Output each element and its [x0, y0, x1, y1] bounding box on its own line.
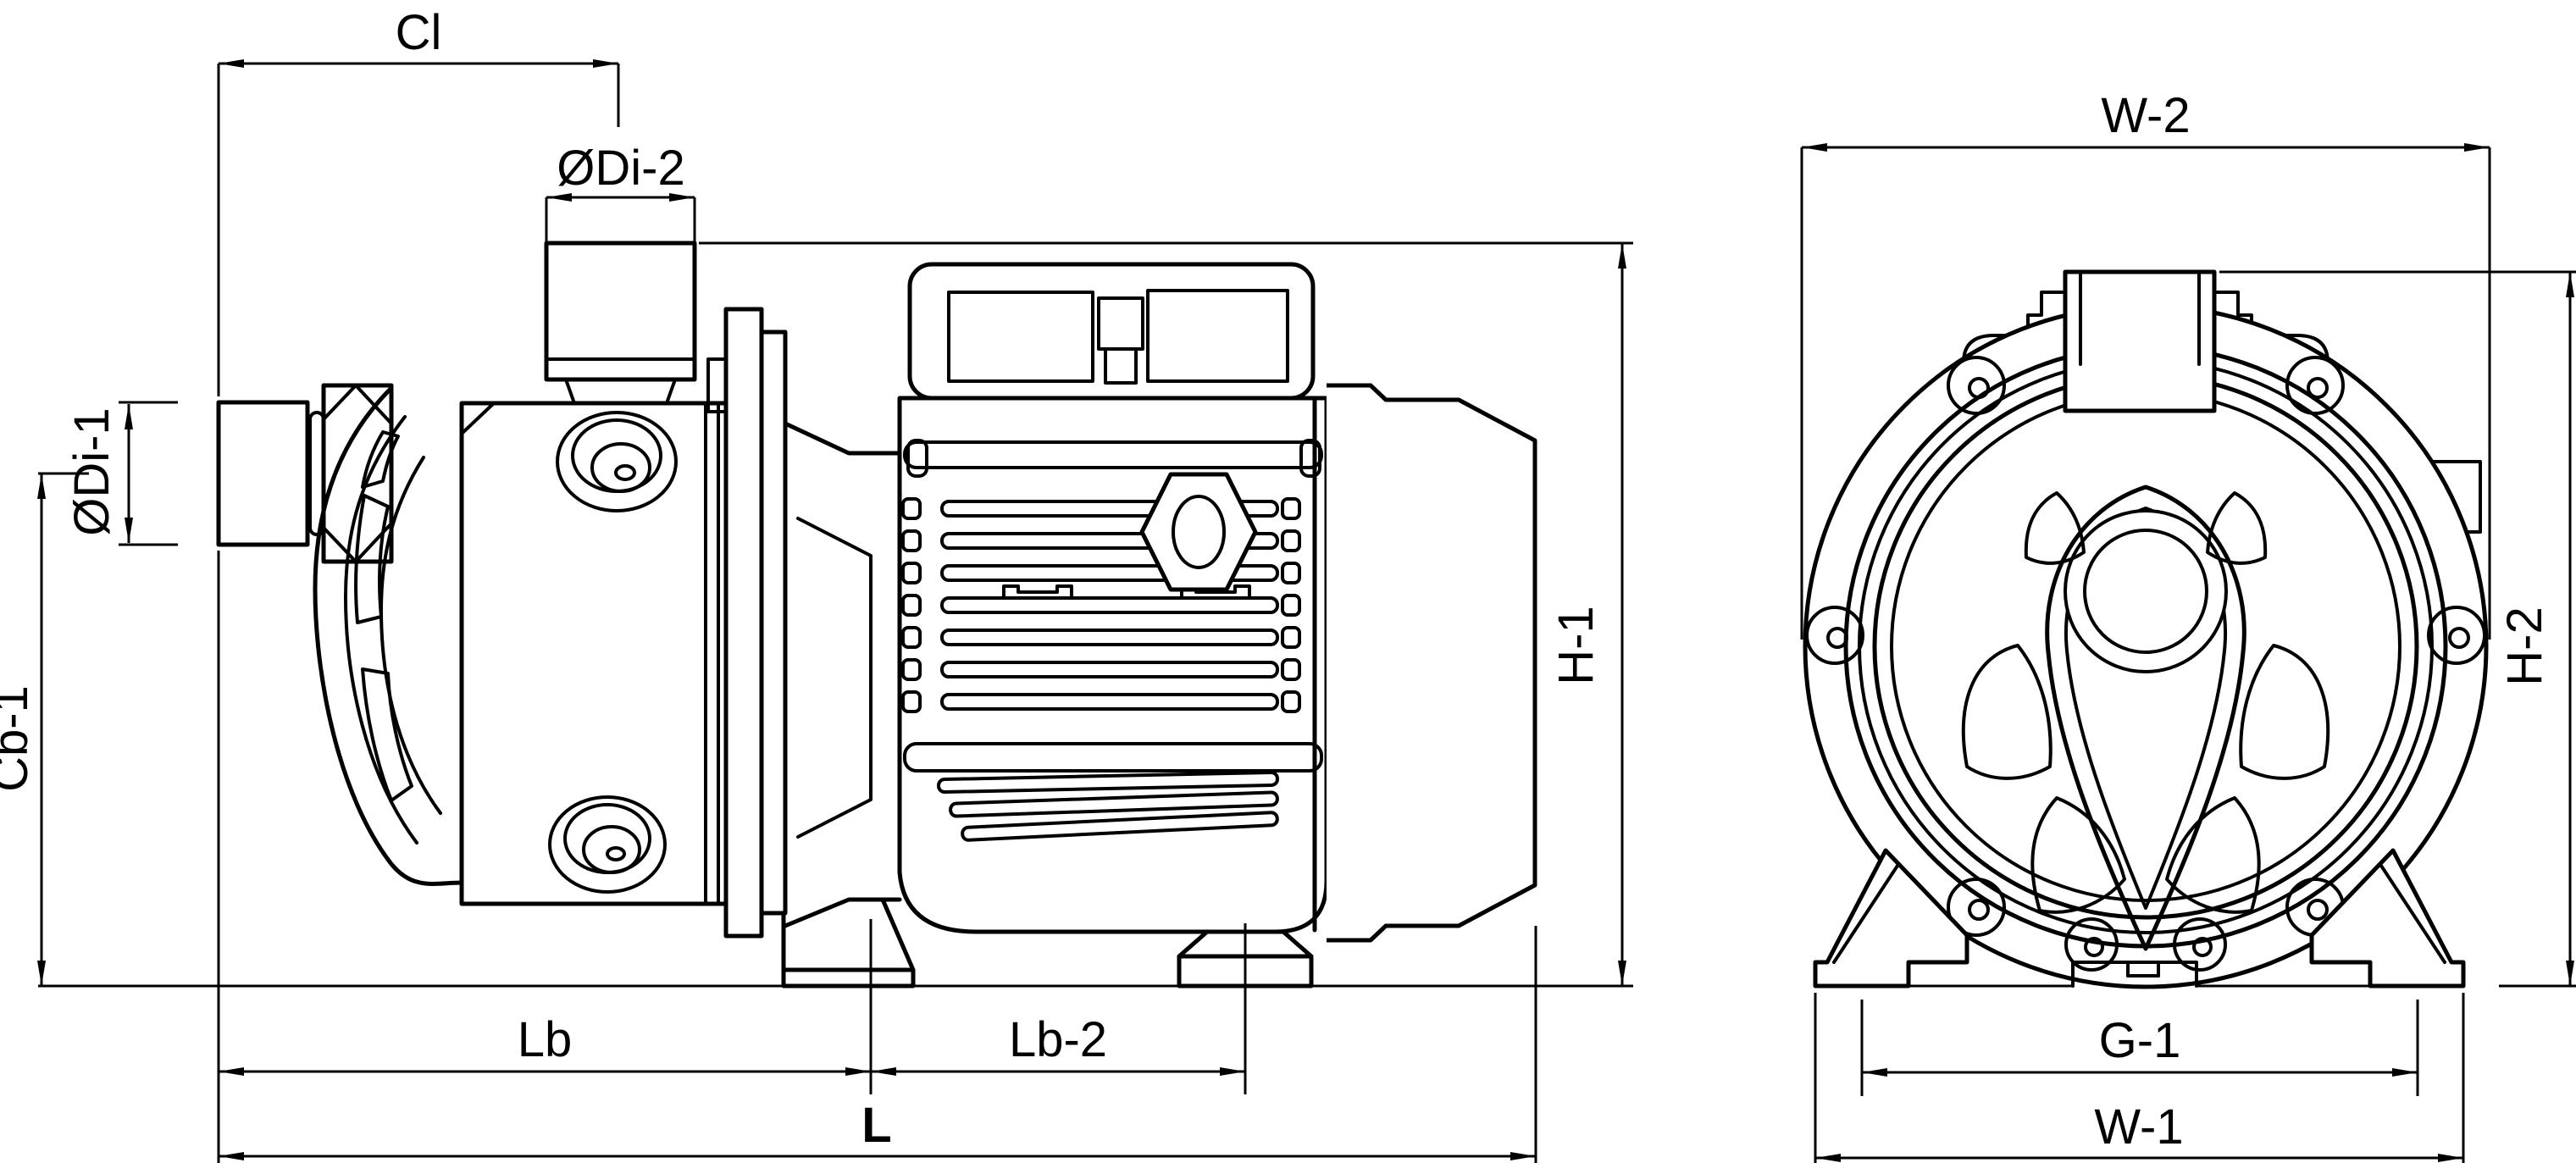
seal-plates [706, 307, 788, 939]
motor [897, 262, 1537, 989]
dimension-di2: ØDi-2 [545, 141, 696, 241]
face-windows [1961, 491, 2330, 914]
dimension-h1: H-1 [699, 241, 1633, 986]
fan-cover [1327, 383, 1537, 943]
bell-vane-window [354, 494, 390, 624]
lower-boss [548, 795, 667, 894]
dim-label-g1: G-1 [2099, 1013, 2181, 1068]
dim-label-lb: Lb [518, 1012, 573, 1067]
dimension-l: L [219, 926, 1537, 1163]
motor-hood [907, 262, 1316, 401]
discharge-port-front [2063, 269, 2217, 413]
dimension-di1: ØDi-1 [64, 401, 178, 546]
dimension-w1: W-1 [1814, 993, 2465, 1163]
bottom-louver [937, 770, 1279, 795]
dim-label-h2: H-2 [2497, 606, 2552, 685]
dimension-h2: H-2 [2219, 270, 2576, 988]
bracket-foot [781, 967, 916, 989]
bottom-louver [961, 811, 1279, 842]
dimension-cl: Cl [219, 5, 620, 127]
dim-label-h1: H-1 [1548, 606, 1604, 684]
bottom-louver [949, 790, 1279, 818]
pump-bell [313, 385, 464, 886]
inlet-port [216, 400, 310, 547]
bell-vane-window [361, 430, 400, 489]
dimension-cb1: Cb-1 [0, 472, 89, 986]
motor-flange-slot [906, 439, 928, 478]
center-tab [2071, 961, 2198, 988]
dim-label-lb2: Lb-2 [1009, 1012, 1107, 1067]
dim-label-l: L [861, 1098, 891, 1153]
dimension-g1: G-1 [1860, 1000, 2419, 1096]
pump-body [459, 401, 728, 906]
front-view: W-2 H-2 G-1 W-1 [1800, 88, 2576, 1163]
discharge-port [544, 241, 697, 405]
port-shoulder-left [2026, 291, 2067, 339]
bell-vane-window [361, 667, 413, 802]
hood-vent [1146, 289, 1289, 383]
dim-label-w2: W-2 [2101, 88, 2190, 143]
pump-face [1803, 303, 2489, 989]
hex-plug [1139, 472, 1258, 592]
front-feet [1813, 848, 2466, 989]
cooling-fins [901, 440, 1323, 842]
motor-body [897, 396, 1329, 934]
dim-label-cb1: Cb-1 [0, 685, 38, 792]
side-view: Cl ØDi-2 ØDi-1 Cb-1 H-1 Lb [0, 5, 1633, 1163]
upper-boss [556, 411, 678, 512]
hood-latch [1104, 347, 1138, 385]
hood-vent [947, 291, 1094, 383]
dim-label-di2: ØDi-2 [557, 141, 684, 196]
fin-clip [1002, 584, 1073, 600]
support-bracket [781, 421, 916, 989]
dim-label-w1: W-1 [2094, 1099, 2183, 1155]
dim-label-di1: ØDi-1 [64, 407, 119, 535]
dim-label-cl: Cl [396, 5, 442, 60]
center-eye [2045, 485, 2246, 951]
dimension-lb: Lb [219, 919, 873, 1094]
dimension-w2: W-2 [1800, 88, 2491, 640]
dimension-lb2: Lb-2 [871, 923, 1247, 1094]
